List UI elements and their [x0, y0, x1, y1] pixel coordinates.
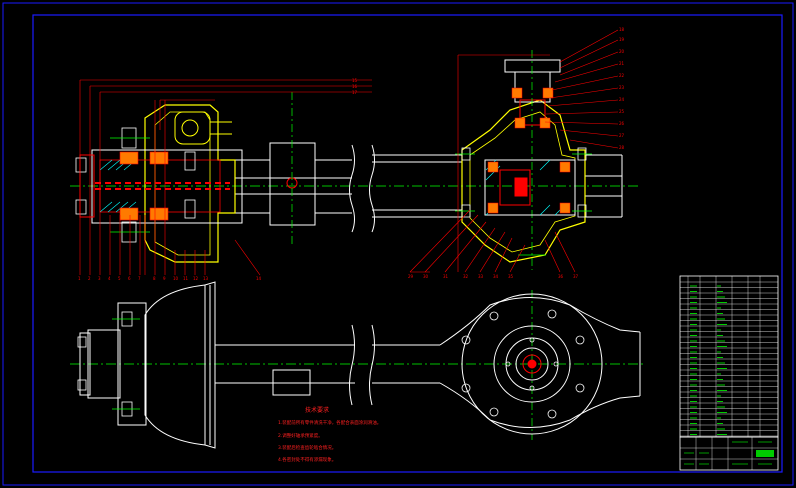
flange-bolts [461, 309, 585, 419]
svg-text:17: 17 [352, 90, 358, 95]
half-shaft [95, 182, 230, 190]
technical-notes: 技术要求 1.装配前所有零件清洗干净，各配合表面涂润滑油。 2.调整好轴承预紧度… [278, 406, 381, 463]
axle-housing-arm [215, 297, 641, 428]
svg-text:33: 33 [478, 274, 484, 279]
wheel-hub-section [75, 104, 243, 263]
svg-text:25: 25 [619, 109, 625, 114]
note-3: 3.装配后检查齿轮啮合情况。 [278, 444, 336, 451]
svg-text:7: 7 [138, 276, 141, 281]
svg-text:22: 22 [619, 73, 625, 78]
plan-view [70, 281, 645, 449]
svg-text:14: 14 [256, 276, 262, 281]
svg-text:11: 11 [183, 276, 189, 281]
svg-text:29: 29 [408, 274, 414, 279]
svg-text:36: 36 [558, 274, 564, 279]
spring-seat-block [269, 142, 316, 226]
inner-border [32, 14, 783, 473]
svg-text:37: 37 [573, 274, 579, 279]
main-reducer-section [455, 50, 592, 270]
svg-text:34: 34 [493, 274, 499, 279]
svg-text:6: 6 [128, 276, 131, 281]
svg-text:27: 27 [619, 133, 625, 138]
svg-text:2: 2 [88, 276, 91, 281]
title-block [679, 436, 779, 471]
svg-text:12: 12 [193, 276, 199, 281]
parts-list-table [679, 275, 779, 438]
brake-camshaft [174, 111, 232, 145]
svg-text:16: 16 [352, 84, 358, 89]
right-leader-lines [409, 29, 619, 273]
svg-text:30: 30 [423, 274, 429, 279]
svg-text:35: 35 [508, 274, 514, 279]
bearings [119, 151, 169, 221]
drawing-name-stamp [756, 450, 774, 457]
note-4: 4.各密封处不得有渗漏现象。 [278, 456, 336, 463]
svg-text:1: 1 [78, 276, 81, 281]
svg-text:3: 3 [98, 276, 101, 281]
svg-text:13: 13 [203, 276, 209, 281]
notes-title: 技术要求 [305, 406, 329, 414]
note-2: 2.调整好轴承预紧度。 [278, 432, 323, 439]
svg-text:32: 32 [463, 274, 469, 279]
wheel-bolts [77, 311, 140, 417]
svg-text:8: 8 [153, 276, 156, 281]
svg-text:26: 26 [619, 121, 625, 126]
svg-text:10: 10 [173, 276, 179, 281]
note-1: 1.装配前所有零件清洗干净，各配合表面涂润滑油。 [278, 419, 381, 426]
svg-text:24: 24 [619, 97, 625, 102]
hub-bolts [75, 127, 196, 243]
svg-text:31: 31 [443, 274, 449, 279]
svg-text:20: 20 [619, 49, 625, 54]
svg-text:21: 21 [619, 61, 625, 66]
svg-text:15: 15 [352, 78, 358, 83]
svg-text:4: 4 [108, 276, 111, 281]
svg-text:28: 28 [619, 145, 625, 150]
svg-text:5: 5 [118, 276, 121, 281]
brake-drum [79, 281, 216, 449]
break-lines [349, 144, 375, 233]
axle-tube [220, 154, 623, 218]
svg-text:19: 19 [619, 37, 625, 42]
left-leader-lines [79, 79, 372, 276]
svg-text:23: 23 [619, 85, 625, 90]
svg-text:18: 18 [619, 27, 625, 32]
svg-text:9: 9 [163, 276, 166, 281]
